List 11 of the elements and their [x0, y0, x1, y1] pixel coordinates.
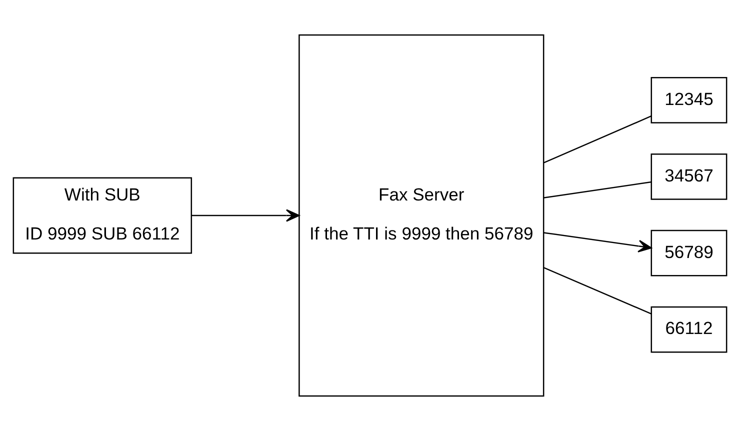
arrow — [191, 209, 300, 222]
connector — [544, 267, 652, 314]
node-box: 66112 — [650, 306, 728, 353]
connector — [544, 181, 652, 198]
node-box: 56789 — [650, 230, 728, 276]
node-box: 12345 — [650, 77, 728, 124]
node-box: Fax Server If the TTI is 9999 then 56789 — [298, 34, 544, 397]
node-box: 34567 — [650, 153, 728, 200]
arrow — [544, 232, 652, 252]
connector — [544, 116, 652, 164]
node-box: With SUB ID 9999 SUB 66112 — [12, 177, 192, 254]
